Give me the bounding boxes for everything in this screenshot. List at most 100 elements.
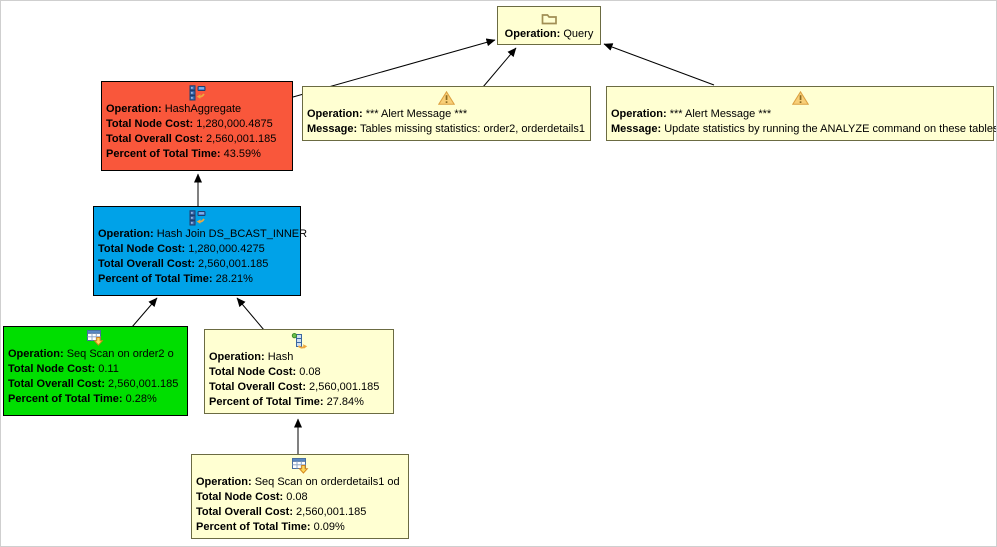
percent-line: Percent of Total Time: 27.84% xyxy=(205,395,393,410)
overall-cost-value: 2,560,001.185 xyxy=(198,258,269,270)
node-cost-label: Total Node Cost: xyxy=(209,366,297,378)
node-cost-label: Total Node Cost: xyxy=(106,118,194,130)
edge-hash-to-hashjoin xyxy=(236,297,265,331)
percent-value: 0.09% xyxy=(313,521,345,533)
icon-row xyxy=(192,457,408,475)
percent-label: Percent of Total Time: xyxy=(209,396,324,408)
percent-label: Percent of Total Time: xyxy=(106,148,221,160)
node-cost-value: 1,280,000.4275 xyxy=(188,243,265,255)
table-scan-icon xyxy=(87,330,104,346)
message-value: Update statistics by running the ANALYZE… xyxy=(664,123,997,135)
node-query[interactable]: Operation: Query xyxy=(497,6,601,45)
node-alert-missing-statistics[interactable]: Operation: *** Alert Message *** Message… xyxy=(302,86,591,141)
operation-value: *** Alert Message *** xyxy=(669,108,772,120)
node-cost-line: Total Node Cost: 1,280,000.4275 xyxy=(94,242,300,257)
operation-line: Operation: Query xyxy=(498,27,600,42)
node-cost-label: Total Node Cost: xyxy=(98,243,186,255)
operation-line: Operation: Hash xyxy=(205,350,393,365)
message-label: Message: xyxy=(307,123,358,135)
node-alert-run-analyze[interactable]: Operation: *** Alert Message *** Message… xyxy=(606,86,996,141)
node-cost-line: Total Node Cost: 1,280,000.4875 xyxy=(102,117,292,132)
message-label: Message: xyxy=(611,123,662,135)
node-cost-line: Total Node Cost: 0.08 xyxy=(205,365,393,380)
icon-row xyxy=(94,209,300,227)
percent-label: Percent of Total Time: xyxy=(8,393,123,405)
overall-cost-line: Total Overall Cost: 2,560,001.185 xyxy=(94,257,300,272)
edge-alert2-to-query xyxy=(603,43,715,86)
operation-value: Seq Scan on orderdetails1 od xyxy=(254,476,400,488)
operation-value: Seq Scan on order2 o xyxy=(66,348,174,360)
node-seq-scan-order2[interactable]: Operation: Seq Scan on order2 o Total No… xyxy=(3,326,188,416)
icon-row xyxy=(607,89,993,107)
operation-line: Operation: Hash Join DS_BCAST_INNER xyxy=(94,227,307,242)
icon-row xyxy=(205,332,393,350)
percent-value: 43.59% xyxy=(223,148,261,160)
overall-cost-value: 2,560,001.185 xyxy=(108,378,179,390)
node-hash[interactable]: Operation: Hash Total Node Cost: 0.08 To… xyxy=(204,329,394,414)
overall-cost-label: Total Overall Cost: xyxy=(106,133,203,145)
icon-row xyxy=(498,9,600,27)
message-line: Message: Tables missing statistics: orde… xyxy=(303,122,590,137)
percent-label: Percent of Total Time: xyxy=(196,521,311,533)
icon-row xyxy=(102,84,292,102)
percent-value: 0.28% xyxy=(125,393,157,405)
operation-value: HashAggregate xyxy=(164,103,242,115)
overall-cost-value: 2,560,001.185 xyxy=(309,381,380,393)
node-cost-line: Total Node Cost: 0.11 xyxy=(4,362,187,377)
overall-cost-line: Total Overall Cost: 2,560,001.185 xyxy=(102,132,292,147)
overall-cost-label: Total Overall Cost: xyxy=(209,381,306,393)
overall-cost-label: Total Overall Cost: xyxy=(98,258,195,270)
node-cost-value: 1,280,000.4875 xyxy=(196,118,273,130)
operation-line: Operation: HashAggregate xyxy=(102,102,292,117)
percent-label: Percent of Total Time: xyxy=(98,273,213,285)
warning-icon xyxy=(791,91,809,105)
overall-cost-label: Total Overall Cost: xyxy=(8,378,105,390)
operation-label: Operation: xyxy=(504,28,561,40)
edge-seqscan-order2-to-hashjoin xyxy=(131,297,158,328)
hash-aggregate-icon xyxy=(188,85,206,101)
icon-row xyxy=(303,89,590,107)
operation-line: Operation: Seq Scan on orderdetails1 od xyxy=(192,475,408,490)
node-hash-join[interactable]: Operation: Hash Join DS_BCAST_INNER Tota… xyxy=(93,206,307,296)
operation-label: Operation: xyxy=(8,348,64,360)
node-cost-label: Total Node Cost: xyxy=(8,363,96,375)
edge-alert1-to-query xyxy=(482,47,517,88)
node-cost-value: 0.08 xyxy=(286,491,308,503)
operation-label: Operation: xyxy=(307,108,363,120)
operation-value: *** Alert Message *** xyxy=(365,108,468,120)
node-seq-scan-orderdetails1[interactable]: Operation: Seq Scan on orderdetails1 od … xyxy=(191,454,409,539)
operation-label: Operation: xyxy=(98,228,154,240)
warning-icon xyxy=(438,91,455,105)
overall-cost-label: Total Overall Cost: xyxy=(196,506,293,518)
percent-line: Percent of Total Time: 43.59% xyxy=(102,147,292,162)
node-cost-value: 0.08 xyxy=(299,366,321,378)
folder-icon xyxy=(541,12,557,25)
operation-value: Hash Join DS_BCAST_INNER xyxy=(156,228,308,240)
overall-cost-value: 2,560,001.185 xyxy=(206,133,277,145)
hash-icon xyxy=(291,332,308,350)
percent-value: 28.21% xyxy=(215,273,253,285)
node-cost-line: Total Node Cost: 0.08 xyxy=(192,490,408,505)
message-line: Message: Update statistics by running th… xyxy=(607,122,996,137)
node-hash-aggregate[interactable]: Operation: HashAggregate Total Node Cost… xyxy=(101,81,293,171)
overall-cost-line: Total Overall Cost: 2,560,001.185 xyxy=(4,377,187,392)
operation-line: Operation: Seq Scan on order2 o xyxy=(4,347,187,362)
operation-value: Hash xyxy=(267,351,294,363)
percent-line: Percent of Total Time: 0.28% xyxy=(4,392,187,407)
overall-cost-line: Total Overall Cost: 2,560,001.185 xyxy=(192,505,408,520)
operation-label: Operation: xyxy=(611,108,667,120)
operation-line: Operation: *** Alert Message *** xyxy=(303,107,590,122)
percent-value: 27.84% xyxy=(326,396,364,408)
operation-label: Operation: xyxy=(209,351,265,363)
operation-label: Operation: xyxy=(196,476,252,488)
operation-line: Operation: *** Alert Message *** xyxy=(607,107,993,122)
operation-value: Query xyxy=(563,28,594,40)
node-cost-value: 0.11 xyxy=(98,363,119,375)
hash-join-icon xyxy=(188,210,206,226)
overall-cost-value: 2,560,001.185 xyxy=(296,506,367,518)
overall-cost-line: Total Overall Cost: 2,560,001.185 xyxy=(205,380,393,395)
node-cost-label: Total Node Cost: xyxy=(196,491,284,503)
operation-label: Operation: xyxy=(106,103,162,115)
percent-line: Percent of Total Time: 28.21% xyxy=(94,272,300,287)
